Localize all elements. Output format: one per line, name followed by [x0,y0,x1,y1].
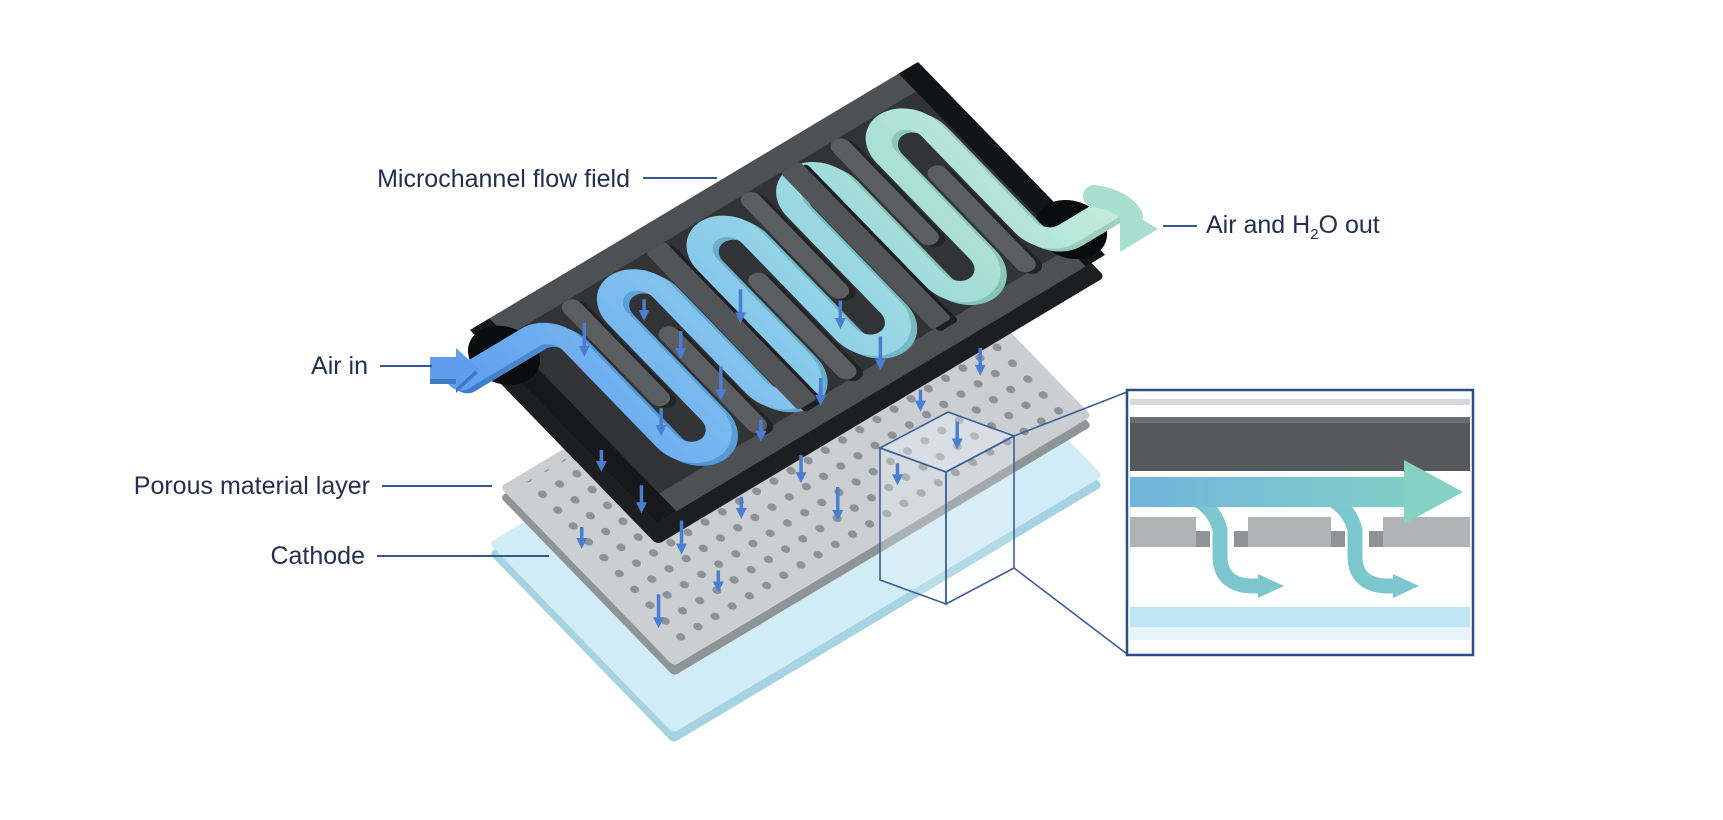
inset-connector-bottom [1013,567,1128,655]
air-in-arrow [430,348,478,393]
air-out-text: Air and H [1206,211,1311,239]
air-out-subscript: 2 [1310,226,1319,243]
leader-cathode [377,555,549,557]
airflow-down-arrows [576,289,986,629]
label-air-out: Air and H2O out [1206,211,1380,243]
inset-rib-band [1130,417,1470,471]
zoom-source-box [878,391,1128,655]
leader-porous [382,485,492,487]
label-porous-material-layer: Porous material layer [133,472,370,500]
section-dividers [647,162,951,410]
serpentine-channel [446,108,1122,464]
label-cathode: Cathode [270,542,365,570]
label-microchannel-flow-field: Microchannel flow field [377,165,630,193]
air-out-suffix: O out [1318,211,1380,239]
inset-detail [1125,388,1475,657]
flow-field-frame [446,61,1128,544]
leader-air-out [1163,225,1197,227]
channel-ribs [561,138,1036,434]
inset-porous-band [1130,517,1470,547]
inset-main-arrow [1130,460,1463,524]
leader-air-in [380,365,432,367]
inset-connector-top [1013,391,1128,437]
leader-microchannel [643,177,717,179]
label-air-in: Air in [311,352,368,380]
air-out-arrow [1083,185,1158,252]
inset-cathode-band [1130,607,1470,627]
